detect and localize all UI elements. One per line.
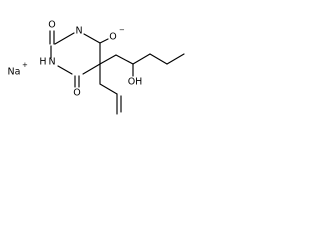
bond-c6-n1 <box>57 65 73 75</box>
atom-nh-n: N <box>48 57 55 68</box>
atom-o-right: O <box>109 32 116 43</box>
bond-n3-c4 <box>83 33 101 44</box>
bond-c2-n3 <box>54 32 75 45</box>
atom-n-top: N <box>75 26 82 37</box>
sodium-ion: Na <box>8 67 21 78</box>
atom-o-right-charge: − <box>119 26 125 34</box>
chemical-structure: O N O − H N O OH Na + <box>8 20 185 115</box>
bond-c4-o <box>99 38 109 44</box>
bond-c5-c6 <box>82 63 101 75</box>
bond-ch2-choh <box>115 54 134 65</box>
bond-ch2c-ch3 <box>166 53 185 65</box>
sodium-ion-charge: + <box>22 61 28 69</box>
bonds <box>49 30 185 115</box>
atom-o-bottom-left: O <box>73 88 80 99</box>
atom-labels: O N O − H N O OH Na + <box>8 20 143 99</box>
bond-choh-ch2b <box>132 53 151 65</box>
bond-allyl-ch <box>99 83 118 95</box>
bond-ch2b-ch2c <box>149 53 168 65</box>
atom-o-top-left: O <box>48 20 55 31</box>
atom-nh-h: H <box>39 57 46 68</box>
atom-oh: OH <box>128 77 143 88</box>
bond-c5-ch2 <box>99 54 117 65</box>
